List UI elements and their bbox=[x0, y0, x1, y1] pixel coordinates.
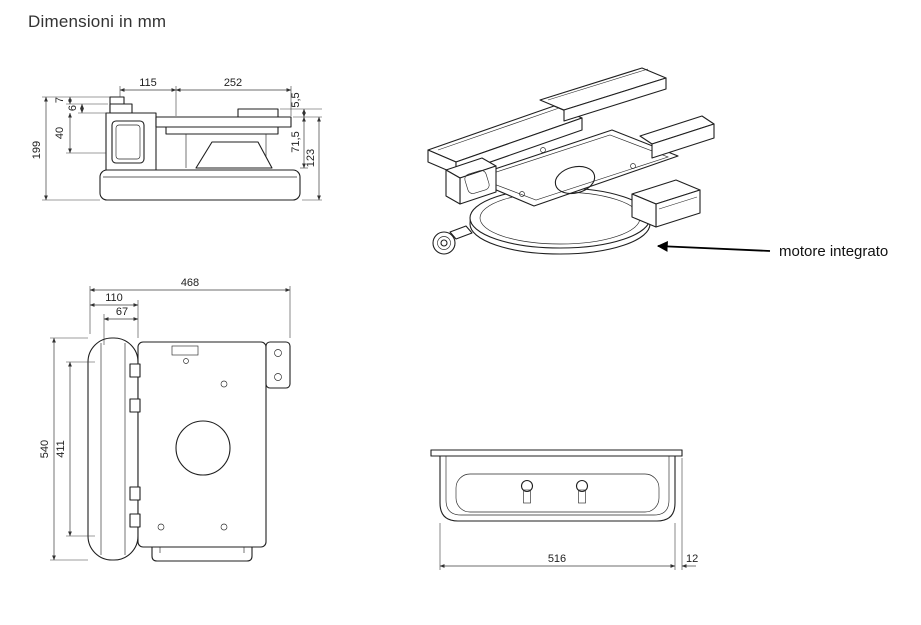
dim-540-label: 540 bbox=[39, 440, 51, 458]
dim-6-label: 6 bbox=[67, 105, 79, 111]
side-bracket-window bbox=[111, 120, 145, 164]
side-view-dimensions: 115 252 5,5 71,5 123 7 6 40 bbox=[31, 77, 322, 201]
dim-12-label: 12 bbox=[686, 553, 698, 565]
dim-252-label: 252 bbox=[224, 77, 242, 89]
front-view bbox=[87, 337, 291, 562]
dim-67-label: 67 bbox=[116, 306, 128, 318]
iso-mount-plate bbox=[467, 129, 679, 207]
front-body bbox=[137, 341, 267, 548]
dim-468-label: 468 bbox=[181, 277, 199, 289]
iso-plate-hole bbox=[554, 165, 596, 195]
motor-pointer-arrow bbox=[656, 241, 771, 252]
dim-123-label: 123 bbox=[305, 149, 317, 167]
front-bottom-bracket bbox=[151, 546, 253, 562]
bottom-peg-left bbox=[520, 479, 534, 493]
side-drum bbox=[195, 141, 273, 169]
bottom-recess bbox=[455, 473, 660, 513]
dim-110-label: 110 bbox=[105, 292, 123, 304]
bottom-peg-right bbox=[575, 479, 589, 493]
dim-71-5-label: 71,5 bbox=[290, 131, 302, 152]
side-top-plate bbox=[155, 116, 292, 128]
dim-411-label: 411 bbox=[55, 440, 67, 458]
bottom-pan bbox=[439, 455, 676, 522]
dim-40-label: 40 bbox=[54, 127, 66, 139]
front-mount-tab bbox=[265, 341, 291, 389]
front-center-hole bbox=[175, 420, 231, 476]
side-base-plate bbox=[99, 169, 301, 201]
side-view bbox=[99, 96, 301, 201]
motor-label: motore integrato bbox=[779, 243, 888, 260]
dim-5-5-label: 5,5 bbox=[290, 92, 302, 107]
isometric-view: motore integrato bbox=[427, 67, 888, 260]
iso-connector-flange bbox=[449, 225, 473, 240]
bottom-view bbox=[430, 449, 683, 522]
bottom-view-dimensions: 516 12 bbox=[439, 458, 698, 570]
page-title: Dimensioni in mm bbox=[28, 12, 167, 31]
dim-7-label: 7 bbox=[54, 97, 66, 103]
front-view-dimensions: 468 110 67 540 411 bbox=[39, 277, 291, 561]
dim-516-label: 516 bbox=[548, 553, 566, 565]
dim-115-label: 115 bbox=[139, 77, 157, 89]
dim-199-label: 199 bbox=[31, 141, 43, 159]
